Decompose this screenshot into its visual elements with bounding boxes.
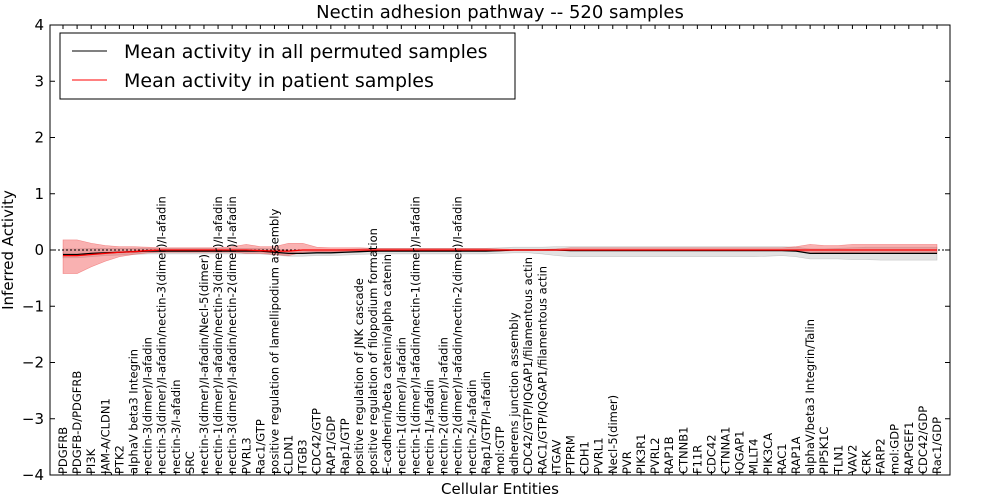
x-tick-label: adherens junction assembly	[507, 312, 521, 474]
x-tick-label: Rac1/GTP	[253, 419, 267, 474]
x-tick-label: ITGAV	[549, 440, 563, 474]
x-tick-label: positive regulation of lamellipodium ass…	[267, 209, 281, 474]
x-tick-label: F11R	[690, 445, 704, 474]
x-tick-label: nectin-2/I-afadin	[465, 380, 479, 475]
x-tick-label: PI3K	[84, 448, 98, 474]
plot-frame	[49, 24, 951, 476]
x-tick-label: CDC42/GDP	[916, 406, 930, 474]
x-tick-label: nectin-1(dimer)/I-afadin/nectin-3(dimer)…	[211, 196, 225, 474]
x-tick-label: PTK2	[112, 445, 126, 474]
x-tick-label: nectin-3(dimer)/I-afadin/nectin-2(dimer)…	[225, 196, 239, 474]
x-tick-label: TLN1	[831, 445, 845, 475]
x-tick-label: nectin-1(dimer)/I-afadin/nectin-1(dimer)…	[408, 196, 422, 474]
legend-label-patient: Mean activity in patient samples	[124, 70, 434, 92]
legend-label-permuted: Mean activity in all permuted samples	[124, 41, 487, 63]
x-tick-label: Rap1/GTP/I-afadin	[479, 371, 493, 474]
chart-title: Nectin adhesion pathway -- 520 samples	[316, 2, 684, 23]
y-tick-label: 2	[34, 129, 44, 147]
y-axis-ticks: −4 −3 −2 −1 0 1 2 3 4	[22, 16, 950, 484]
x-tick-label: CLDN1	[282, 435, 296, 474]
y-tick-label: 1	[34, 185, 44, 203]
x-tick-label: PDGFRB	[56, 427, 70, 474]
series-line-1	[63, 249, 937, 257]
y-tick-label: −1	[22, 297, 44, 315]
x-tick-label: mol:GTP	[493, 426, 507, 474]
x-tick-label: RAP1A	[789, 436, 803, 474]
series-lines	[63, 249, 937, 257]
x-tick-label: CDH1	[578, 441, 592, 474]
legend: Mean activity in all permuted samples Me…	[59, 32, 516, 100]
y-tick-label: 4	[34, 16, 44, 34]
legend-box	[59, 32, 516, 100]
x-tick-label: E-cadherin/beta catenin/alpha catenin	[380, 254, 394, 474]
confidence-bands	[50, 239, 950, 274]
x-tick-label: PVRL2	[648, 437, 662, 474]
x-tick-label: PIK3R1	[634, 434, 648, 475]
x-tick-label: Necl-5(dimer)	[606, 395, 620, 474]
x-tick-label: Rap1/GTP	[338, 418, 352, 474]
x-tick-label: FARP2	[874, 438, 888, 474]
x-tick-label: nectin-2(dimer)/I-afadin	[437, 337, 451, 474]
x-tick-label: nectin-2(dimer)/I-afadin/nectin-2(dimer)…	[451, 196, 465, 474]
x-tick-label: CDC42/GTP	[310, 408, 324, 474]
x-tick-label: SRC	[183, 451, 197, 474]
x-tick-label: nectin-1(dimer)/I-afadin	[394, 337, 408, 474]
x-tick-label: PIK3CA	[761, 433, 775, 474]
x-tick-label: alphaV beta3 Integrin	[126, 349, 140, 474]
x-tick-label: CTNNA1	[719, 427, 733, 474]
y-tick-label: −2	[22, 354, 44, 372]
x-tick-label: PDGFB-D/PDGFRB	[70, 371, 84, 474]
x-tick-label: mol:GDP	[888, 424, 902, 474]
x-tick-label: MLLT4	[747, 439, 761, 475]
y-tick-label: 0	[34, 241, 44, 259]
x-tick-label: RAP1B	[662, 436, 676, 474]
y-axis-label: Inferred Activity	[0, 190, 17, 310]
x-tick-label: CTNNB1	[676, 427, 690, 474]
x-tick-label: nectin-3(dimer)/I-afadin/nectin-3(dimer)…	[155, 196, 169, 474]
x-tick-label: positive regulation of JNK cascade	[352, 278, 366, 474]
x-tick-label: IQGAP1	[733, 431, 747, 474]
x-axis-label: Cellular Entities	[441, 480, 559, 498]
x-tick-label: VAV2	[845, 445, 859, 474]
x-tick-label: RAC1	[775, 443, 789, 474]
x-tick-label: PIP5K1C	[817, 427, 831, 474]
x-tick-label: positive regulation of filopodium format…	[366, 228, 380, 474]
x-tick-label: PVR	[620, 451, 634, 474]
x-tick-label: nectin-3/I-afadin	[169, 380, 183, 475]
x-tick-label: ITGB3	[296, 439, 310, 474]
x-tick-label: CRK	[860, 450, 874, 474]
x-tick-label: Rac1/GDP	[930, 417, 944, 474]
x-tick-label: nectin-1/I-afadin	[423, 380, 437, 475]
y-tick-label: −4	[22, 466, 44, 484]
x-tick-label: PTPRM	[563, 435, 577, 474]
y-tick-label: 3	[34, 72, 44, 90]
x-tick-label: nectin-3(dimer)/I-afadin	[141, 337, 155, 474]
x-tick-label: JAM-A/CLDN1	[98, 398, 112, 475]
x-tick-label: alphaV/beta3 Integrin/Talin	[803, 319, 817, 474]
x-tick-label: RAPGEF1	[902, 422, 916, 474]
x-tick-label: PVRL1	[592, 437, 606, 474]
x-tick-label: CDC42	[704, 434, 718, 474]
x-tick-label: nectin-3(dimer)/I-afadin/Necl-5(dimer)	[197, 254, 211, 474]
y-tick-label: −3	[22, 410, 44, 428]
x-tick-label: RAP1/GDP	[324, 416, 338, 474]
x-tick-label: CDC42/GTP/IQGAP1/filamentous actin	[521, 257, 535, 474]
x-tick-label: PVRL3	[239, 437, 253, 474]
x-tick-label: RAC1/GTP/IQGAP1/filamentous actin	[535, 266, 549, 474]
